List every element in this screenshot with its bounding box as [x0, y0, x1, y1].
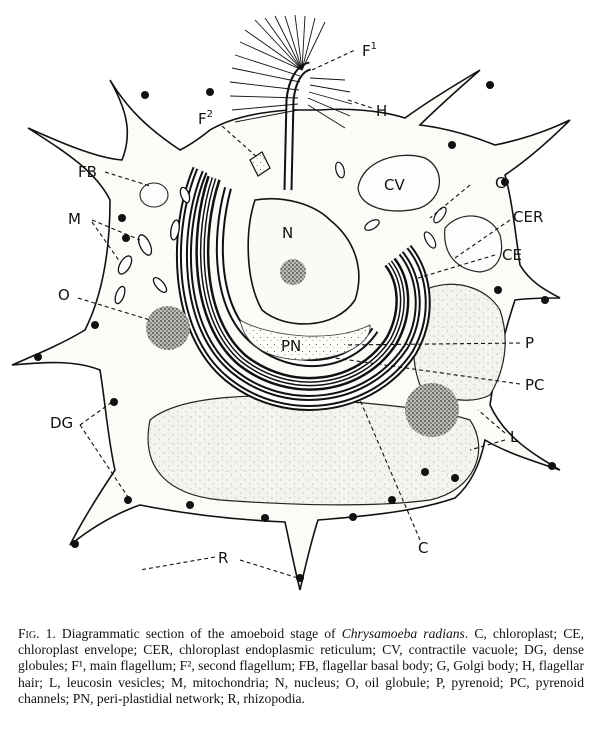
main-flagellum	[229, 14, 353, 191]
vacuole-right	[444, 215, 503, 273]
figure-caption: Fig. 1. Diagrammatic section of the amoe…	[18, 626, 584, 707]
label-L: L	[510, 428, 519, 446]
label-M: M	[68, 210, 81, 228]
oil-globule-right	[405, 383, 459, 437]
caption-species: Chrysamoeba radians	[341, 626, 465, 641]
label-C: C	[418, 539, 428, 557]
caption-lead: Fig. 1.	[18, 626, 56, 641]
flagellar-basal-body	[249, 151, 271, 177]
leader-lines	[77, 49, 521, 579]
label-R: R	[218, 549, 228, 567]
label-P: P	[525, 334, 534, 352]
label-PN: PN	[281, 337, 301, 355]
nucleolus	[280, 259, 306, 285]
label-CER: CER	[513, 208, 543, 226]
label-F1: F1	[362, 41, 377, 60]
mitochondria-group-left	[114, 186, 191, 305]
rhizopod-granules	[34, 81, 556, 582]
nucleus	[247, 197, 360, 325]
label-CV: CV	[384, 176, 405, 194]
label-DG: DG	[50, 414, 73, 432]
label-F2: F2	[198, 109, 213, 128]
label-H: H	[376, 102, 387, 120]
label-N: N	[282, 224, 293, 242]
pyrenoid	[239, 319, 371, 361]
caption-text-2: . C, chloroplast; CE, chloroplast envelo…	[18, 626, 584, 706]
label-G: G	[495, 174, 507, 192]
label-FB: FB	[78, 163, 97, 181]
caption-text-1: Diagrammatic section of the amoeboid sta…	[55, 626, 342, 641]
label-O: O	[58, 286, 70, 304]
cell-diagram: F1 H F2 FB CV G M CER N CE O P PN PC DG …	[11, 14, 571, 591]
oil-globule	[146, 306, 190, 350]
label-CE: CE	[502, 246, 522, 264]
label-PC: PC	[525, 376, 545, 394]
contractile-vacuole	[357, 154, 441, 212]
